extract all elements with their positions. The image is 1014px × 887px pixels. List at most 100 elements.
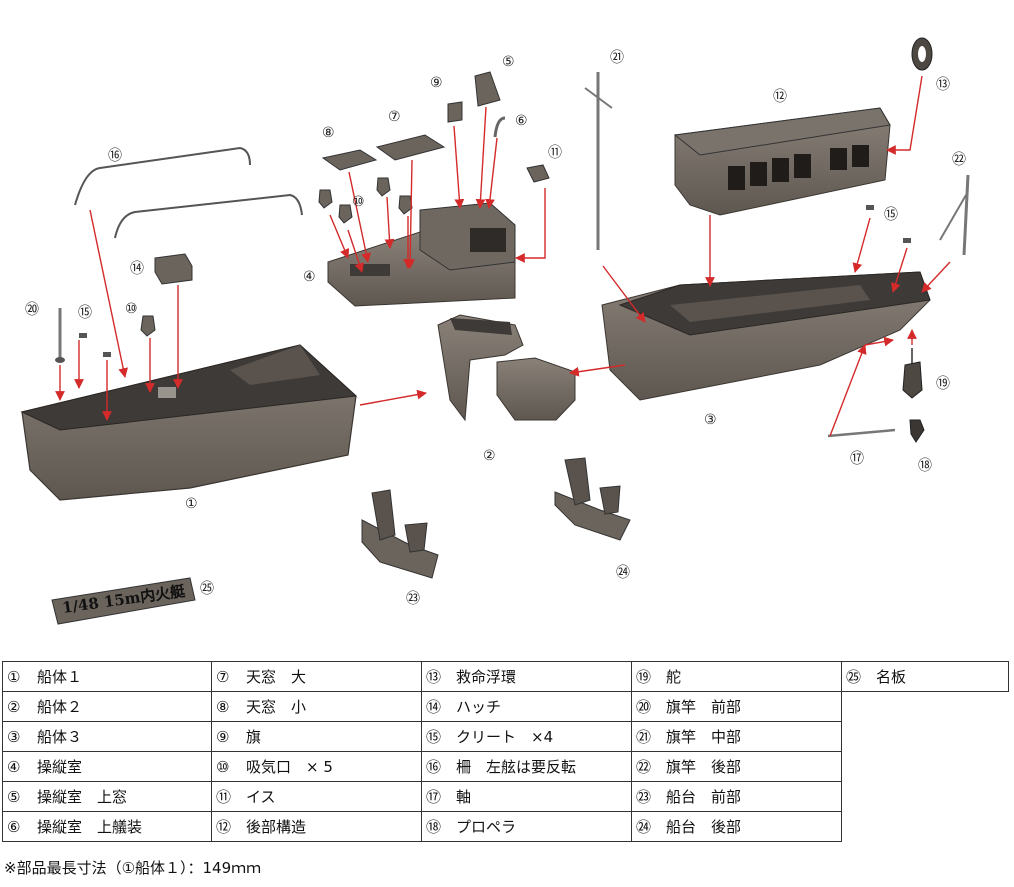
part-number: ㉓ <box>636 788 652 806</box>
part-name: 旗竿 後部 <box>666 758 742 776</box>
part-number: ⑨ <box>216 728 230 746</box>
part-number: ㉒ <box>636 758 652 776</box>
table-cell-empty <box>842 812 1009 842</box>
skylight-small-part <box>321 149 378 171</box>
part-number: ④ <box>7 758 21 776</box>
part-name: 船台 後部 <box>666 818 742 836</box>
cleat-part <box>866 205 874 210</box>
part-number: ⑱ <box>426 818 442 836</box>
callout-air-intake: ⑩ <box>352 194 365 210</box>
air-intake-part <box>318 189 333 209</box>
cradle-front-part <box>361 489 439 579</box>
part-name: 旗 <box>246 728 262 746</box>
callout-shaft: ⑰ <box>850 451 864 467</box>
table-cell: ⑮ クリート ×4 <box>421 721 632 752</box>
part-number: ⑲ <box>636 668 652 686</box>
cleat-part <box>79 333 87 338</box>
callout-rudder: ⑲ <box>936 376 950 392</box>
part-name: 操縦室 <box>37 758 83 776</box>
table-cell: ⑯ 柵 左舷は要反転 <box>421 751 632 782</box>
part-name: プロペラ <box>456 818 517 836</box>
hull-3-part <box>601 271 931 401</box>
part-name: 後部構造 <box>246 818 307 836</box>
cradle-rear-part <box>554 457 631 541</box>
part-name: 吸気口 × 5 <box>246 758 333 776</box>
chair-part <box>526 164 550 183</box>
part-name: クリート ×4 <box>456 728 554 746</box>
callout-cleat: ⑮ <box>884 207 898 223</box>
part-number: ㉔ <box>636 818 652 836</box>
part-name: 天窓 小 <box>246 698 307 716</box>
part-number: ⑥ <box>7 818 21 836</box>
callout-air-intake: ⑩ <box>125 301 138 317</box>
table-cell-empty <box>842 752 1009 782</box>
hatch-part <box>154 253 193 285</box>
cleat-part <box>903 238 911 243</box>
part-name: ハッチ <box>456 698 502 716</box>
part-number: ③ <box>7 728 21 746</box>
flagpole-rear-part <box>939 174 970 256</box>
callout-labels: ① ② ③ ④ ⑤ ⑥ ⑦ ⑧ ⑨ ⑩ ⑩ ⑪ ⑫ ⑬ ⑭ ⑮ ⑮ ⑯ ⑰ ⑱ … <box>25 50 966 607</box>
part-name: 旗竿 前部 <box>666 698 742 716</box>
cockpit-upper-window-part <box>474 71 501 107</box>
callout-chair: ⑪ <box>548 145 562 161</box>
callout-flagpole-middle: ㉑ <box>610 50 624 66</box>
table-cell: ⑱ プロペラ <box>421 811 632 842</box>
part-name: 操縦室 上窓 <box>37 788 128 806</box>
part-name: 操縦室 上艤装 <box>37 818 143 836</box>
callout-hatch: ⑭ <box>130 261 144 277</box>
table-cell: ⑦ 天窓 大 <box>211 661 422 692</box>
part-number: ① <box>7 668 21 686</box>
table-cell-empty <box>842 782 1009 812</box>
callout-life-ring: ⑬ <box>936 77 950 93</box>
part-number: ⑤ <box>7 788 21 806</box>
table-cell: ③ 船体３ <box>2 721 212 752</box>
part-name: 船体２ <box>37 698 83 716</box>
callout-railing: ⑯ <box>108 148 122 164</box>
part-name: 天窓 大 <box>246 668 307 686</box>
table-cell: ⑤ 操縦室 上窓 <box>2 781 212 812</box>
callout-skylight-small: ⑧ <box>322 125 335 141</box>
cleat-part <box>103 352 111 357</box>
part-number: ⑧ <box>216 698 230 716</box>
callout-propeller: ⑱ <box>918 458 932 474</box>
callout-rear-structure: ⑫ <box>773 89 787 105</box>
part-name: 船体３ <box>37 728 83 746</box>
part-number: ㉕ <box>846 668 862 686</box>
skylight-large-part <box>375 134 446 161</box>
flagpole-middle-part <box>584 72 613 250</box>
cockpit-upper-fitting-part <box>493 116 506 138</box>
propeller-part <box>909 419 925 443</box>
table-cell: ① 船体１ <box>2 661 212 692</box>
shaft-part <box>827 428 896 438</box>
assembly-arrows <box>55 75 951 437</box>
callout-skylight-large: ⑦ <box>388 109 401 125</box>
air-intake-part <box>398 195 413 215</box>
part-number: ⑦ <box>216 668 230 686</box>
cockpit-part <box>327 202 516 307</box>
part-number: ⑮ <box>426 728 442 746</box>
part-number: ⑰ <box>426 788 442 806</box>
callout-cradle-front: ㉓ <box>406 591 420 607</box>
table-cell: ⑭ ハッチ <box>421 691 632 722</box>
table-cell-empty <box>842 692 1009 722</box>
callout-hull-1: ① <box>185 496 198 512</box>
part-name: 船体１ <box>37 668 83 686</box>
table-cell: ⑥ 操縦室 上艤装 <box>2 811 212 842</box>
part-number: ⑭ <box>426 698 442 716</box>
part-number: ⑯ <box>426 758 442 776</box>
part-name: 柵 左舷は要反転 <box>456 758 577 776</box>
